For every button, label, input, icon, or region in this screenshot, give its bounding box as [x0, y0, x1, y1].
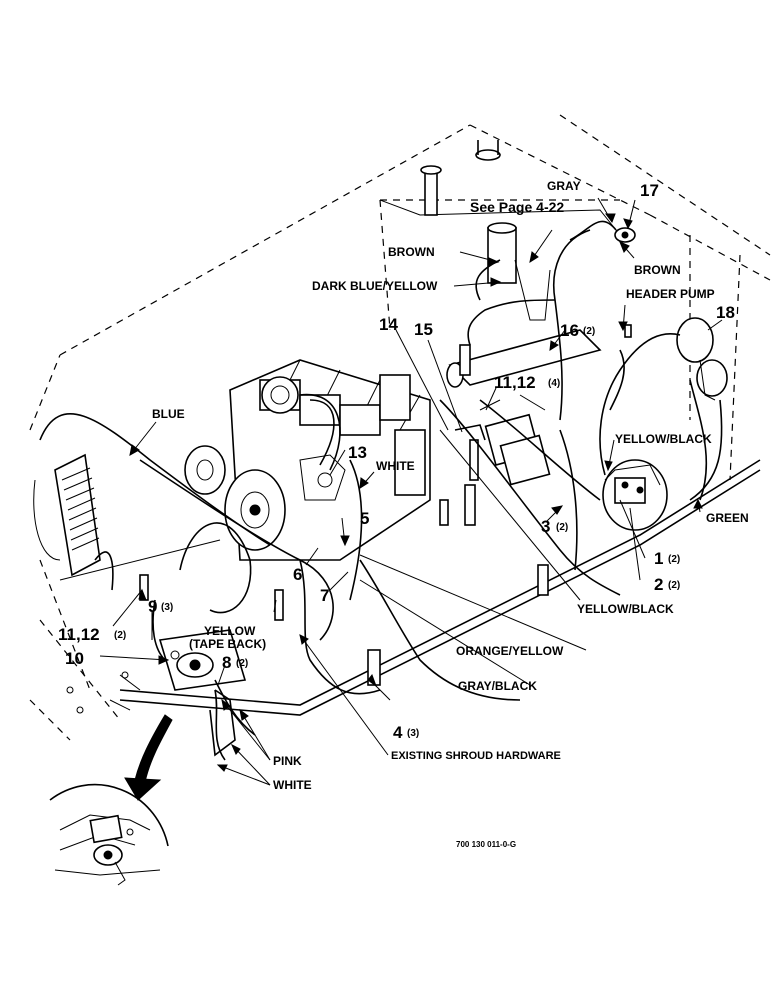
- relay-box: [479, 394, 551, 486]
- callout-4: 4: [393, 723, 403, 742]
- callout-9-qty: (3): [161, 602, 173, 613]
- header-pump-sender: [569, 220, 636, 243]
- wire-label-gray: GRAY: [547, 179, 581, 193]
- detail-inset: [49, 714, 173, 886]
- wire-label-green: GREEN: [706, 511, 749, 525]
- solenoid-1-2: [602, 459, 668, 531]
- callout-9: 9: [148, 597, 157, 616]
- callout-3-qty: (2): [556, 522, 568, 533]
- wire-labels: GRAY BROWN BROWN DARK BLUE/YELLOW HEADER…: [152, 179, 749, 792]
- callout-2-qty: (2): [668, 580, 680, 591]
- see-page-note: See Page 4-22: [470, 199, 564, 215]
- light-18: [676, 317, 728, 401]
- notes: See Page 4-22 EXISTING SHROUD HARDWARE: [391, 199, 564, 762]
- wire-label-yellow-black-lower: YELLOW/BLACK: [577, 602, 674, 616]
- callout-2: 2: [654, 575, 663, 594]
- wire-label-white-lower: WHITE: [273, 778, 312, 792]
- callout-8: 8: [222, 653, 231, 672]
- radiator: [33, 453, 114, 591]
- wire-label-brown-right: BROWN: [634, 263, 681, 277]
- wire-label-dark-blue-yellow: DARK BLUE/YELLOW: [312, 279, 438, 293]
- callout-16: 16: [560, 321, 579, 340]
- callout-1: 1: [654, 549, 663, 568]
- callout-15: 15: [414, 320, 433, 339]
- wire-label-yellow-black-upper: YELLOW/BLACK: [615, 432, 712, 446]
- callout-10: 10: [65, 649, 84, 668]
- key-switch: [66, 629, 247, 757]
- callout-16-qty: (2): [583, 326, 595, 337]
- hardware: [139, 324, 632, 686]
- callout-8-qty: (2): [236, 658, 248, 669]
- callout-11-12-right-qty: (4): [548, 378, 560, 389]
- callout-4-qty: (3): [407, 728, 419, 739]
- callout-14: 14: [379, 315, 398, 334]
- wire-label-yellow: YELLOW: [204, 624, 256, 638]
- existing-shroud-note: EXISTING SHROUD HARDWARE: [391, 750, 561, 762]
- arrowheads: [129, 213, 703, 772]
- callout-5: 5: [360, 509, 369, 528]
- tank: [379, 140, 621, 321]
- wire-label-pink: PINK: [273, 754, 302, 768]
- wire-label-gray-black: GRAY/BLACK: [458, 679, 537, 693]
- wire-label-brown-top: BROWN: [388, 245, 435, 259]
- machine-outline: [29, 114, 771, 741]
- callout-6: 6: [293, 565, 302, 584]
- drawing-number: 700 130 011-0-G: [456, 840, 516, 849]
- callout-11-12-right: 11,12: [494, 373, 536, 392]
- callout-13: 13: [348, 443, 367, 462]
- leader-lines: [99, 197, 723, 786]
- wire-label-white-engine: WHITE: [376, 459, 415, 473]
- callout-11-12-left-qty: (2): [114, 630, 126, 641]
- callout-11-12-left: 11,12: [58, 625, 100, 644]
- wire-label-blue: BLUE: [152, 407, 185, 421]
- callout-17: 17: [640, 181, 659, 200]
- wire-label-tape-back: (TAPE BACK): [189, 637, 266, 651]
- callout-3: 3: [541, 517, 550, 536]
- wire-label-header-pump: HEADER PUMP: [626, 287, 715, 301]
- harness: [39, 229, 723, 761]
- callout-7: 7: [320, 586, 329, 605]
- callout-1-qty: (2): [668, 554, 680, 565]
- wire-label-orange-yellow: ORANGE/YELLOW: [456, 644, 564, 658]
- callout-18: 18: [716, 303, 735, 322]
- engine: [179, 359, 431, 614]
- callouts: 17 18 16 (2) 14 15 11,12 (4) 13 5 6 7 3 …: [58, 181, 735, 742]
